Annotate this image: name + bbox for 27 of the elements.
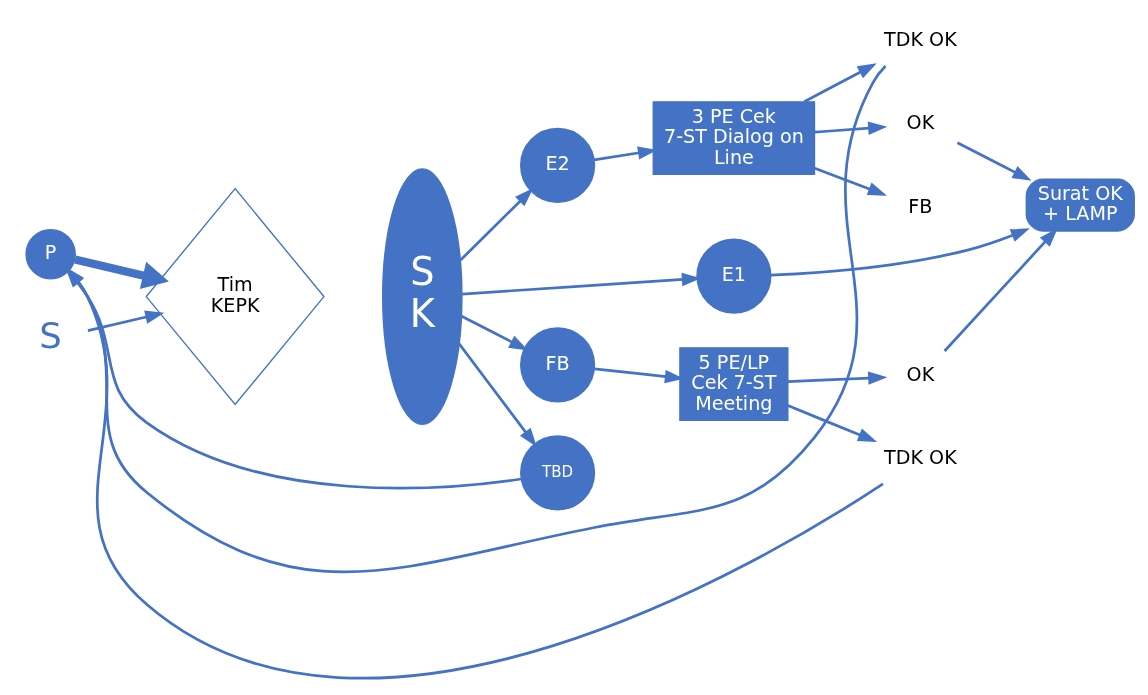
arrow [459, 188, 534, 262]
node-ellipse: S K [382, 168, 463, 426]
node-box: 5 PE/LP Cek 7-ST Meeting [679, 347, 789, 421]
node-text: FB [908, 194, 933, 218]
node-circle: E2 [520, 127, 596, 203]
node-circle: FB [520, 327, 596, 403]
arrow [74, 255, 169, 290]
arrow [787, 404, 878, 443]
node-text: S [39, 314, 62, 356]
arrow [787, 371, 888, 385]
node-text: TDK OK [884, 446, 957, 470]
node-text: OK [906, 111, 935, 135]
arrow [943, 228, 1058, 352]
arrow [814, 121, 888, 135]
node-text: TDK OK [884, 28, 957, 52]
arrow [803, 63, 877, 103]
node-text: OK [906, 362, 935, 386]
arrow [87, 310, 165, 332]
node-circle: E1 [696, 238, 772, 314]
arrow [956, 141, 1032, 181]
arrow [770, 228, 1030, 277]
node-circle: P [25, 228, 76, 280]
node-circle: TBD [520, 435, 596, 511]
arrow [814, 166, 888, 196]
node-box: Surat OK + LAMP [1025, 178, 1135, 232]
arrow [458, 343, 537, 448]
node-box: 3 PE Cek 7-ST Dialog on Line [652, 101, 816, 175]
